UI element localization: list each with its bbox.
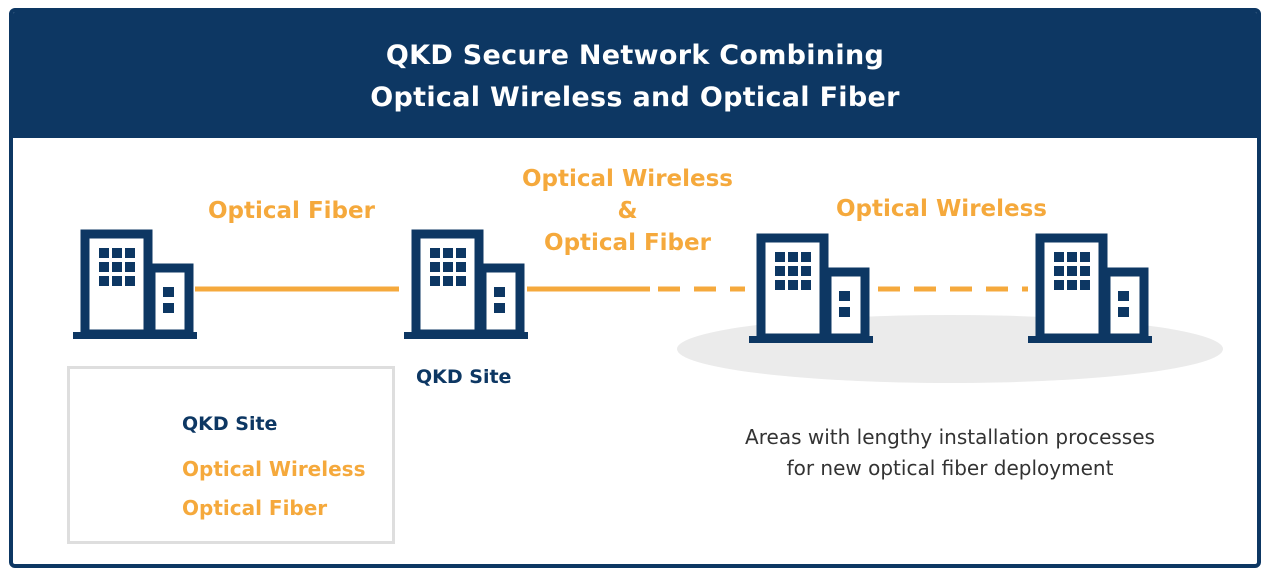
area-note-line1: Areas with lengthy installation processe… xyxy=(745,425,1155,449)
legend-fiber-label: Optical Fiber xyxy=(182,496,328,520)
legend: QKD Site Optical Wireless Optical Fiber xyxy=(67,366,395,544)
area-note: Areas with lengthy installation processe… xyxy=(690,422,1210,484)
legend-site-label: QKD Site xyxy=(182,413,278,435)
mixed-link-label-amp: & xyxy=(617,198,638,224)
area-note-line2: for new optical fiber deployment xyxy=(786,456,1114,480)
building-icon xyxy=(73,234,197,339)
building-icon xyxy=(1028,238,1152,343)
title-line-2: Optical Wireless and Optical Fiber xyxy=(370,82,900,113)
wireless-link-label: Optical Wireless xyxy=(836,196,1047,222)
legend-wireless-label: Optical Wireless xyxy=(182,457,366,481)
title-banner: QKD Secure Network Combining Optical Wir… xyxy=(13,12,1257,138)
building-icon xyxy=(404,234,528,339)
site-caption: QKD Site xyxy=(416,366,512,388)
building-icon xyxy=(749,238,873,343)
mixed-link-label-line1: Optical Wireless xyxy=(522,166,733,192)
mixed-link-label-line2: Optical Fiber xyxy=(544,230,711,256)
title-line-1: QKD Secure Network Combining xyxy=(385,40,885,71)
fiber-link-label: Optical Fiber xyxy=(208,198,375,224)
